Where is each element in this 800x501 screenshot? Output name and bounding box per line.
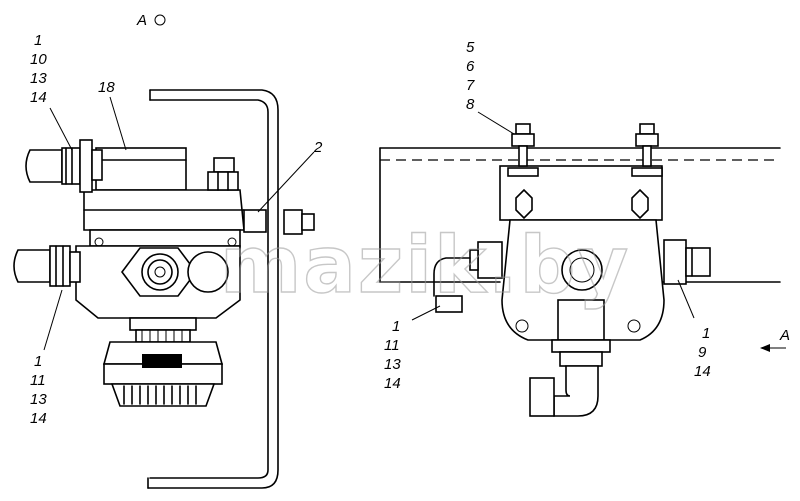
mounting-bolts bbox=[507, 123, 663, 177]
svg-text:6: 6 bbox=[466, 58, 475, 75]
svg-text:13: 13 bbox=[30, 70, 47, 87]
view-arrow: А bbox=[760, 327, 790, 352]
svg-text:13: 13 bbox=[30, 391, 47, 408]
svg-text:5: 5 bbox=[466, 39, 475, 56]
bottom-elbow-fitting bbox=[553, 365, 599, 417]
upper-connector bbox=[25, 139, 103, 193]
svg-text:14: 14 bbox=[384, 375, 401, 392]
svg-text:А: А bbox=[779, 327, 790, 344]
left-elbow-fitting bbox=[435, 295, 463, 313]
svg-text:11: 11 bbox=[30, 372, 46, 389]
view-marker-circle bbox=[154, 14, 166, 26]
svg-text:18: 18 bbox=[98, 79, 115, 96]
svg-text:1: 1 bbox=[702, 325, 710, 342]
cover-block bbox=[95, 147, 187, 191]
callout-bottom-left: 1 11 13 14 bbox=[30, 289, 63, 427]
svg-text:7: 7 bbox=[466, 77, 475, 94]
svg-text:14: 14 bbox=[30, 410, 47, 427]
central-plug bbox=[121, 247, 197, 297]
svg-text:1: 1 bbox=[34, 353, 42, 370]
mounting-bracket-inner bbox=[149, 99, 269, 479]
mounting-bracket bbox=[147, 89, 279, 489]
callout-18: 18 bbox=[98, 79, 127, 151]
callout-top-left: 1 10 13 14 bbox=[30, 32, 73, 151]
svg-text:10: 10 bbox=[30, 51, 47, 68]
svg-text:13: 13 bbox=[384, 356, 401, 373]
callout-right-left: 1 11 13 14 bbox=[384, 305, 441, 392]
svg-text:11: 11 bbox=[384, 337, 400, 354]
right-fitting bbox=[685, 247, 711, 277]
right-assembly-view: 5 6 7 8 1 11 13 14 1 9 14 А bbox=[379, 39, 790, 417]
callout-right: 1 9 14 bbox=[677, 279, 711, 380]
svg-text:14: 14 bbox=[694, 363, 711, 380]
svg-text:8: 8 bbox=[466, 96, 475, 113]
svg-text:1: 1 bbox=[392, 318, 400, 335]
lower-connector bbox=[13, 245, 81, 287]
callout-2: 2 bbox=[257, 139, 323, 213]
exhaust-cap bbox=[102, 341, 224, 407]
housing-flange bbox=[89, 229, 241, 247]
left-assembly-view: А bbox=[13, 12, 323, 489]
svg-text:14: 14 bbox=[30, 89, 47, 106]
callout-top: 5 6 7 8 bbox=[466, 39, 515, 135]
view-marker-label: А bbox=[136, 12, 147, 29]
svg-text:2: 2 bbox=[313, 139, 323, 156]
svg-text:1: 1 bbox=[34, 32, 42, 49]
watermark: mazik.by bbox=[220, 221, 630, 311]
svg-text:9: 9 bbox=[698, 344, 707, 361]
